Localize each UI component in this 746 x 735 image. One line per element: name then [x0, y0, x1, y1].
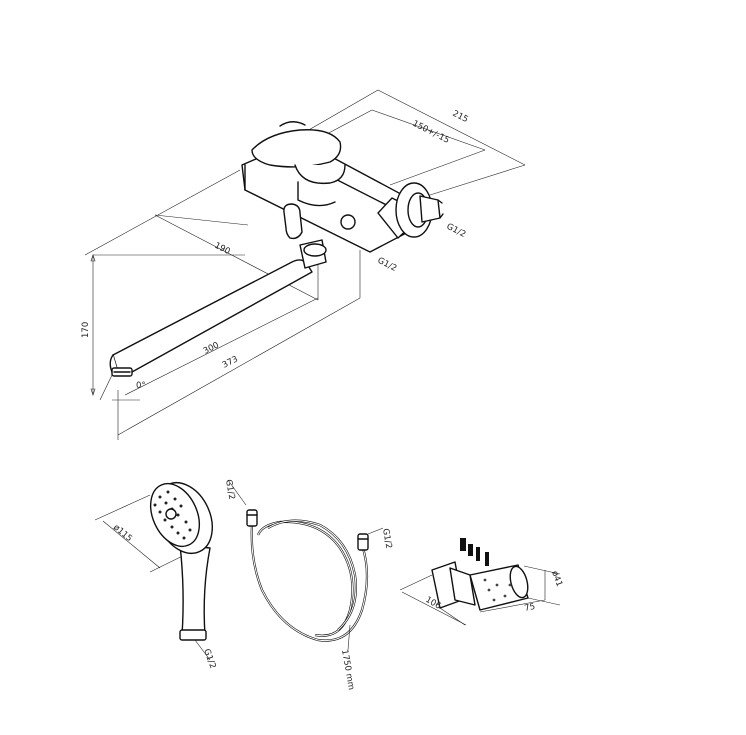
dim-outlet-thread: G1/2: [376, 256, 399, 274]
dim-swivel-angle: 0°: [136, 381, 146, 391]
dim-shower-diameter: ø115: [111, 523, 134, 544]
hand-shower-drawing: [94, 482, 213, 661]
dim-inlet-spacing: 150+/-15: [411, 119, 451, 146]
dim-hose-thread-top: G1/2: [223, 479, 236, 501]
dim-spout-reach: 373: [221, 354, 240, 370]
dim-holder-diameter: ø41: [549, 570, 564, 588]
dim-hose-length: 1750 mm: [339, 649, 356, 691]
dim-holder-depth: 75: [524, 602, 537, 614]
holder-drawing: [399, 538, 561, 626]
faucet-drawing: [84, 89, 526, 440]
hose-drawing: [227, 479, 384, 651]
dim-body-to-spout: 190: [213, 241, 232, 257]
dim-height: 170: [81, 322, 91, 338]
dim-inlet-thread: G1/2: [445, 222, 468, 240]
dim-overall-width: 215: [451, 109, 470, 125]
dim-hose-thread-end: G1/2: [380, 528, 393, 550]
dim-shower-thread: G1/2: [201, 648, 217, 670]
dim-spout-inner: 300: [202, 340, 221, 356]
